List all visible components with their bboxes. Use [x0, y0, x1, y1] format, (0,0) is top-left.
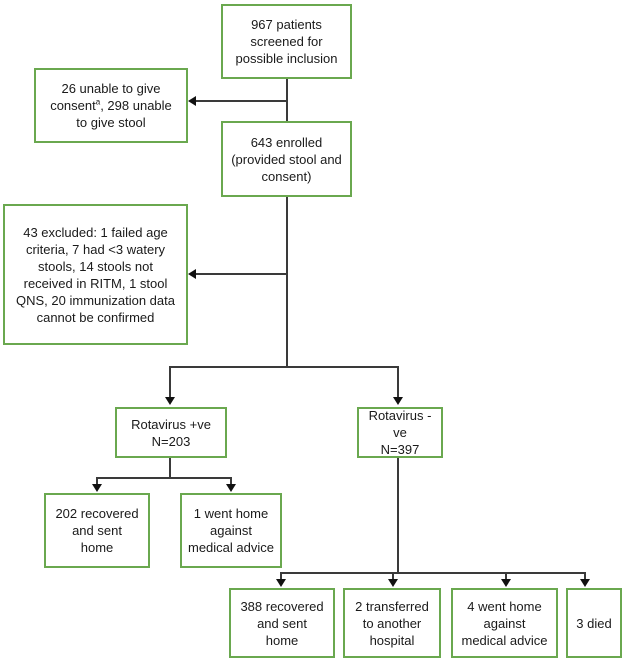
- box-neg-died: 3 died: [566, 588, 622, 658]
- connector-to-rota-pos: [169, 366, 171, 398]
- connector-to-neg-died: [584, 572, 586, 581]
- box-neg-transferred: 2 transferred to another hospital: [343, 588, 441, 658]
- rota-pos-line-1: Rotavirus +ve: [131, 416, 211, 432]
- box-pos-recovered: 202 recovered and sent home: [44, 493, 150, 568]
- enrolled-line-3: consent): [261, 168, 312, 184]
- connector-to-neg-against: [505, 572, 507, 581]
- neg-recovered-line-1: 388 recovered: [240, 598, 324, 614]
- pos-recovered-line-2: and sent: [72, 523, 122, 538]
- footnote-marker: a: [95, 97, 101, 107]
- box-excluded: 43 excluded: 1 failed age criteria, 7 ha…: [3, 204, 188, 345]
- arrowhead-rota-pos: [165, 397, 175, 405]
- connector-to-neg-recovered: [280, 572, 282, 581]
- screened-line-1: 967 patients: [251, 17, 322, 32]
- unable-line-1: 26 unable to give: [61, 81, 161, 96]
- arrowhead-neg-died: [580, 579, 590, 587]
- connector-enrolled-split: [286, 197, 288, 367]
- screened-line-2: screened for: [250, 34, 323, 49]
- excluded-line-2: criteria, 7 had <3 watery: [25, 241, 166, 257]
- connector-pos-down: [169, 458, 171, 478]
- connector-to-excluded: [196, 273, 287, 275]
- box-rota-pos: Rotavirus +ve N=203: [115, 407, 227, 458]
- connector-to-pos-recovered: [96, 477, 98, 486]
- neg-recovered-line-2: and sent: [257, 615, 307, 631]
- enrolled-line-1: 643 enrolled: [250, 134, 323, 150]
- connector-neg-down: [397, 458, 399, 573]
- pos-recovered-line-1: 202 recovered: [55, 506, 139, 521]
- pos-against-line-3: medical advice: [188, 540, 274, 555]
- connector-neg-horizontal: [280, 572, 585, 574]
- unable-stool-count: , 298 unable: [100, 98, 172, 113]
- arrowhead-neg-against: [501, 579, 511, 587]
- arrowhead-excluded: [188, 269, 196, 279]
- rota-neg-line-1: Rotavirus -ve: [368, 408, 432, 440]
- unable-line-3: to give stool: [76, 115, 146, 130]
- connector-to-unable: [196, 100, 287, 102]
- neg-against-line-2: against: [483, 615, 526, 631]
- pos-against-line-1: 1 went home: [193, 506, 269, 521]
- screened-line-3: possible inclusion: [235, 51, 338, 66]
- connector-pos-horizontal: [96, 477, 231, 479]
- connector-split-horizontal: [169, 366, 398, 368]
- neg-transferred-line-3: hospital: [369, 632, 415, 648]
- arrowhead-pos-recovered: [92, 484, 102, 492]
- unable-consent-text: consent: [50, 98, 96, 113]
- connector-to-rota-neg: [397, 366, 399, 398]
- neg-died-line-1: 3 died: [576, 615, 612, 631]
- excluded-line-4: received in RITM, 1 stool: [23, 275, 168, 291]
- neg-recovered-line-3: home: [265, 632, 299, 648]
- neg-transferred-line-2: to another: [362, 615, 422, 631]
- box-neg-recovered: 388 recovered and sent home: [229, 588, 335, 658]
- box-screened: 967 patients screened for possible inclu…: [221, 4, 352, 79]
- rota-neg-line-2: N=397: [380, 442, 420, 457]
- arrowhead-unable: [188, 96, 196, 106]
- enrolled-line-2: (provided stool and: [231, 151, 342, 167]
- excluded-line-3: stools, 14 stools not: [38, 258, 153, 274]
- box-enrolled: 643 enrolled (provided stool and consent…: [221, 121, 352, 197]
- box-unable: 26 unable to give consenta, 298 unable t…: [34, 68, 188, 143]
- pos-against-line-2: against: [210, 523, 252, 538]
- connector-to-pos-against: [230, 477, 232, 486]
- unable-line-2: consenta, 298 unable: [50, 97, 172, 114]
- excluded-line-6: cannot be confirmed: [36, 309, 155, 325]
- arrowhead-neg-recovered: [276, 579, 286, 587]
- box-pos-against-advice: 1 went home against medical advice: [180, 493, 282, 568]
- neg-against-line-1: 4 went home: [467, 598, 542, 614]
- pos-recovered-line-3: home: [80, 540, 114, 555]
- box-neg-against-advice: 4 went home against medical advice: [451, 588, 558, 658]
- excluded-line-5: QNS, 20 immunization data: [16, 292, 175, 308]
- arrowhead-pos-against: [226, 484, 236, 492]
- box-rota-neg: Rotavirus -ve N=397: [357, 407, 443, 458]
- neg-against-line-3: medical advice: [461, 632, 548, 648]
- arrowhead-neg-transferred: [388, 579, 398, 587]
- neg-transferred-line-1: 2 transferred: [355, 598, 429, 614]
- excluded-line-1: 43 excluded: 1 failed age: [23, 224, 168, 240]
- rota-pos-line-2: N=203: [151, 433, 191, 449]
- arrowhead-rota-neg: [393, 397, 403, 405]
- connector-to-neg-transferred: [392, 572, 394, 581]
